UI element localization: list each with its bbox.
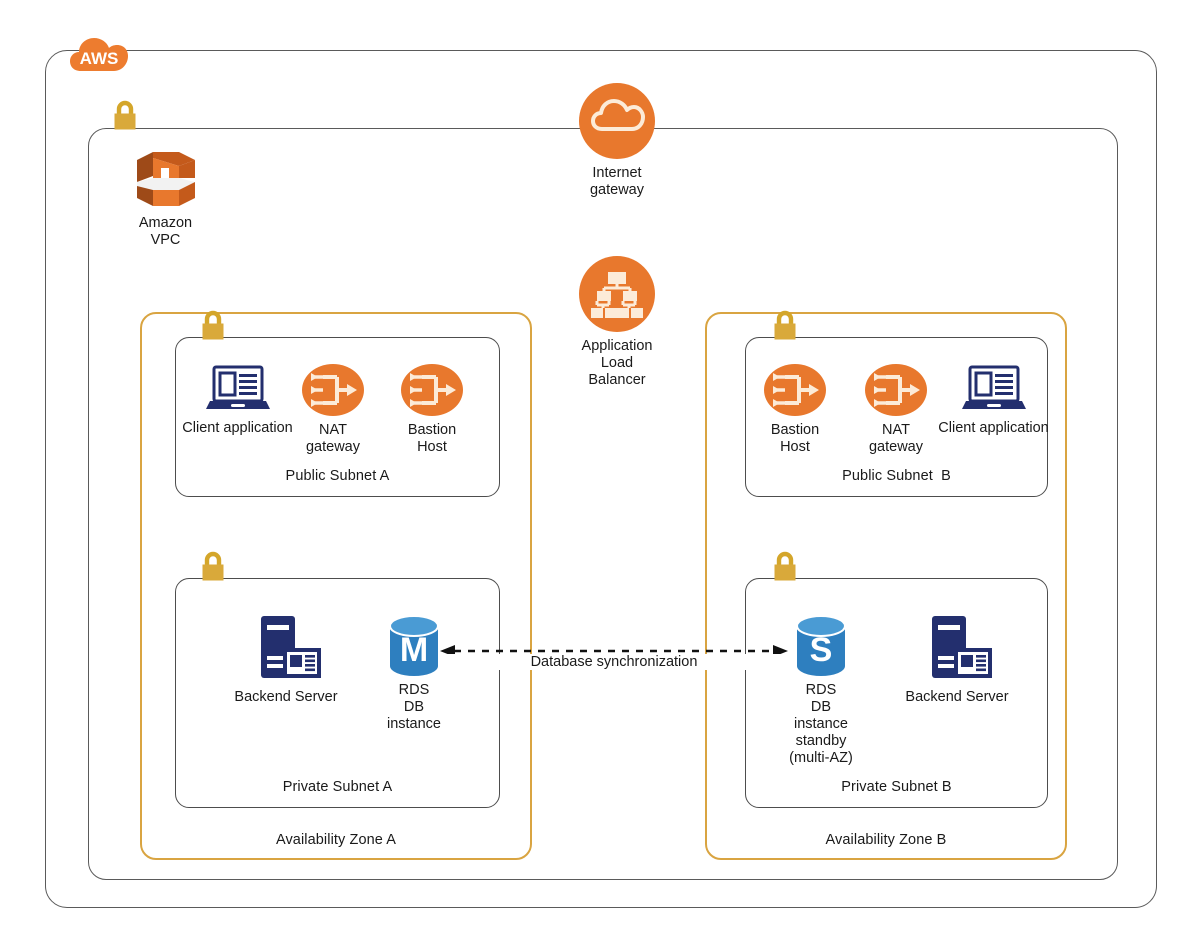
nat-gateway-icon (763, 363, 827, 417)
padlock-icon (770, 310, 800, 342)
nat-gateway-label-a: NAT gateway (305, 422, 360, 456)
availability-zone-b-container: Availability Zone B (705, 312, 1067, 860)
internet-gateway-node: Internet gateway (577, 82, 657, 199)
amazon-vpc-icon (133, 148, 199, 210)
backend-server-label-a: Backend Server (234, 689, 338, 705)
aws-cloud-container (45, 50, 1157, 908)
public-subnet-b-label: Public Subnet B (842, 468, 951, 484)
padlock-icon (198, 551, 228, 583)
padlock-icon (770, 551, 800, 583)
padlock-icon (198, 310, 228, 342)
client-application-label-a: Client application (182, 420, 293, 436)
private-subnet-b-label: Private Subnet B (841, 779, 952, 795)
application-load-balancer-node: Application Load Balancer (577, 255, 657, 389)
availability-zone-a-label: Availability Zone A (275, 832, 397, 848)
padlock-icon (110, 100, 140, 132)
laptop-client-application-icon (958, 365, 1030, 415)
rds-db-instance-standby-label: RDS DB instance standby (multi-AZ) (789, 682, 853, 767)
rds-db-cylinder-icon: M (385, 615, 443, 677)
private-subnet-a-container: Private Subnet A (175, 578, 500, 808)
public-subnet-b-container: Public Subnet B (745, 337, 1048, 497)
bastion-host-node-a: Bastion Host (399, 363, 465, 456)
nat-gateway-icon (400, 363, 464, 417)
application-load-balancer-icon (578, 255, 656, 333)
nat-gateway-node-a: NAT gateway (300, 363, 366, 456)
bastion-host-label-a: Bastion Host (407, 422, 457, 456)
nat-gateway-icon (301, 363, 365, 417)
nat-gateway-label-b: NAT gateway (868, 422, 923, 456)
rds-db-instance-badge: M (400, 631, 428, 669)
private-subnet-a-label: Private Subnet A (282, 779, 393, 795)
public-subnet-a-container: Public Subnet A (175, 337, 500, 497)
rds-db-instance-standby-node: S RDS DB instance standby (multi-AZ) (787, 615, 855, 768)
internet-gateway-label: Internet gateway (589, 165, 644, 199)
laptop-client-application-icon (202, 365, 274, 415)
aws-badge-label: AWS (80, 49, 119, 68)
amazon-vpc-node: Amazon VPC (128, 148, 203, 249)
client-application-node-b: Client application (936, 365, 1051, 437)
internet-gateway-cloud-icon (578, 82, 656, 160)
nat-gateway-node-b: NAT gateway (863, 363, 929, 456)
backend-server-label-b: Backend Server (905, 689, 1009, 705)
client-application-label-b: Client application (938, 420, 1049, 436)
database-synchronization-label: Database synchronization (440, 654, 788, 670)
availability-zone-b-label: Availability Zone B (825, 832, 947, 848)
backend-server-node-a: Backend Server (228, 612, 344, 706)
nat-gateway-icon (864, 363, 928, 417)
backend-server-node-b: Backend Server (899, 612, 1015, 706)
public-subnet-a-label: Public Subnet A (285, 468, 390, 484)
rds-db-instance-standby-badge: S (810, 631, 833, 669)
bastion-host-node-b: Bastion Host (762, 363, 828, 456)
application-load-balancer-label: Application Load Balancer (581, 338, 653, 389)
server-tower-icon (247, 612, 325, 684)
server-tower-icon (918, 612, 996, 684)
rds-db-instance-label: RDS DB instance (386, 682, 441, 733)
rds-db-cylinder-icon: S (792, 615, 850, 677)
private-subnet-b-container: Private Subnet B (745, 578, 1048, 808)
amazon-vpc-label: Amazon VPC (138, 215, 193, 249)
rds-db-instance-node: M RDS DB instance (380, 615, 448, 733)
availability-zone-a-container: Availability Zone A (140, 312, 532, 860)
aws-cloud-badge-icon: AWS (68, 33, 130, 77)
client-application-node-a: Client application (180, 365, 295, 437)
bastion-host-label-b: Bastion Host (770, 422, 820, 456)
